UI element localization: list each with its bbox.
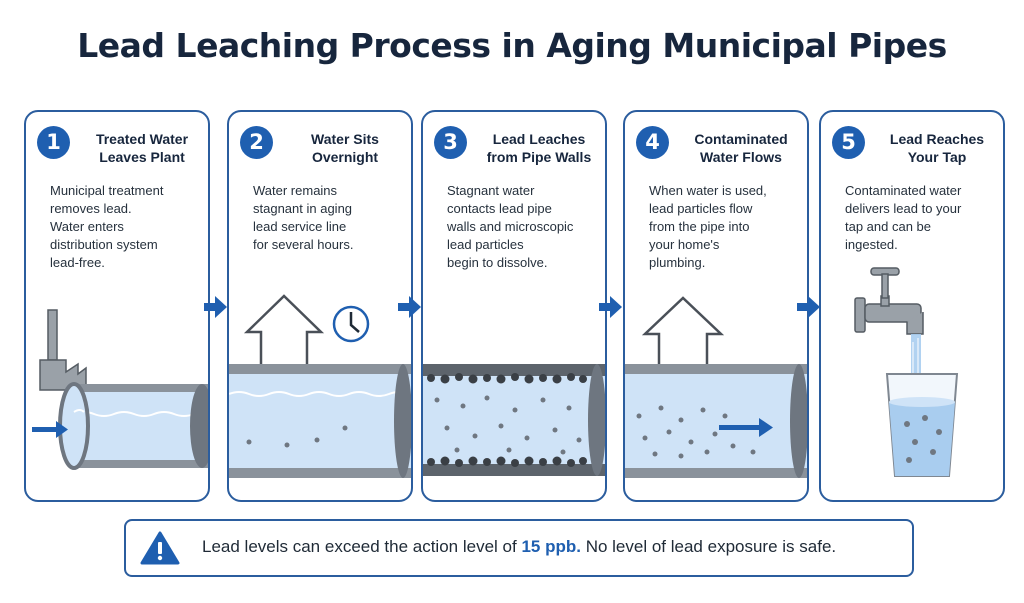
flow-arrow-icon: [719, 418, 773, 437]
step-description: Water remains stagnant in aging lead ser…: [253, 182, 403, 254]
pipe-icon: [423, 364, 605, 476]
description-line: Stagnant water: [447, 183, 535, 198]
pipe-wall-deposits: [427, 373, 587, 467]
lead-particles: [434, 395, 582, 455]
description-line: distribution system: [50, 237, 158, 252]
flow-arrow-icon: [32, 421, 68, 438]
step-arrow-icon: [204, 296, 227, 318]
step-title: Water Sits Overnight: [281, 130, 409, 166]
step-title-line: Treated Water: [95, 131, 189, 147]
step-title-line: Leaves Plant: [99, 149, 185, 165]
description-line: Contaminated water: [845, 183, 962, 198]
clock-icon: [332, 305, 370, 343]
description-line: for several hours.: [253, 237, 354, 252]
step-title-line: Overnight: [311, 149, 379, 165]
step-description: Stagnant water contacts lead pipe walls …: [447, 182, 597, 272]
warning-banner: Lead levels can exceed the action level …: [124, 519, 914, 577]
step-description: When water is used, lead particles flow …: [649, 182, 799, 272]
step-panel-1: 1 Treated Water Leaves Plant Municipal t…: [24, 110, 210, 502]
step-title: Contaminated Water Flows: [677, 130, 805, 166]
step-panel-3: 3 Lead Leaches from Pipe Walls Stagnant …: [421, 110, 607, 502]
step-panel-5: 5 Lead Reaches Your Tap Contaminated wat…: [819, 110, 1005, 502]
step-number-badge: 3: [434, 126, 467, 159]
pipe-icon: [625, 364, 807, 478]
step-description: Contaminated water delivers lead to your…: [845, 182, 995, 254]
step-number-badge: 5: [832, 126, 865, 159]
description-line: lead service line: [253, 219, 347, 234]
step-arrow-icon: [797, 296, 820, 318]
warning-icon: [140, 531, 180, 565]
step-arrow-icon: [599, 296, 622, 318]
description-line: tap and can be: [845, 219, 932, 234]
pipe-icon: [58, 382, 208, 470]
house-icon: [243, 294, 325, 364]
lead-particles: [246, 425, 348, 448]
description-line: lead particles flow: [649, 201, 753, 216]
step-title: Treated Water Leaves Plant: [78, 130, 206, 166]
step-title: Lead Leaches from Pipe Walls: [475, 130, 603, 166]
description-line: Municipal treatment: [50, 183, 164, 198]
warning-text-after: No level of lead exposure is safe.: [585, 537, 837, 556]
step-panel-4: 4 Contaminated Water Flows When water is…: [623, 110, 809, 502]
step-arrow-icon: [398, 296, 421, 318]
description-line: your home's: [649, 237, 720, 252]
description-line: walls and microscopic: [447, 219, 574, 234]
warning-text-before: Lead levels can exceed the action level …: [202, 537, 517, 556]
factory-icon: [39, 309, 87, 391]
step-title: Lead Reaches Your Tap: [873, 130, 1001, 166]
description-line: lead-free.: [50, 255, 105, 270]
step-title-line: Contaminated: [694, 131, 788, 147]
description-line: Water remains: [253, 183, 338, 198]
description-line: begin to dissolve.: [447, 255, 548, 270]
glass-icon: [885, 373, 959, 477]
step-number-badge: 1: [37, 126, 70, 159]
page-title: Lead Leaching Process in Aging Municipal…: [77, 26, 947, 65]
treatment-plant-pipe-illustration: [32, 309, 208, 470]
step-panel-2: 2 Water Sits Overnight Water remains sta…: [227, 110, 413, 502]
step-number-badge: 4: [636, 126, 669, 159]
house-icon: [641, 296, 725, 364]
description-line: plumbing.: [649, 255, 706, 270]
pipe-icon: [229, 364, 411, 478]
step-title-line: Water Sits: [311, 131, 379, 147]
step-description: Municipal treatment removes lead. Water …: [50, 182, 200, 272]
step-number-badge: 2: [240, 126, 273, 159]
tap-glass-illustration: [854, 267, 959, 477]
warning-text: Lead levels can exceed the action level …: [202, 537, 836, 557]
description-line: When water is used,: [649, 183, 767, 198]
description-line: lead particles: [447, 237, 524, 252]
description-line: delivers lead to your: [845, 201, 962, 216]
description-line: from the pipe into: [649, 219, 750, 234]
description-line: contacts lead pipe: [447, 201, 552, 216]
step-title-line: Lead Reaches: [889, 131, 985, 147]
overnight-pipe-illustration: [229, 294, 411, 478]
description-line: stagnant in aging: [253, 201, 353, 216]
step-title-line: Water Flows: [700, 149, 782, 165]
lead-particles: [904, 415, 942, 463]
flowing-pipe-illustration: [625, 296, 807, 478]
lead-particles: [636, 405, 756, 459]
faucet-icon: [854, 267, 924, 335]
description-line: Water enters: [50, 219, 124, 234]
leaching-pipe-illustration: [423, 364, 605, 476]
step-title-line: Your Tap: [907, 149, 967, 165]
action-level-value: 15 ppb.: [521, 537, 581, 556]
step-title-line: Lead Leaches: [492, 131, 586, 147]
description-line: ingested.: [845, 237, 898, 252]
description-line: removes lead.: [50, 201, 132, 216]
step-title-line: from Pipe Walls: [486, 149, 592, 165]
